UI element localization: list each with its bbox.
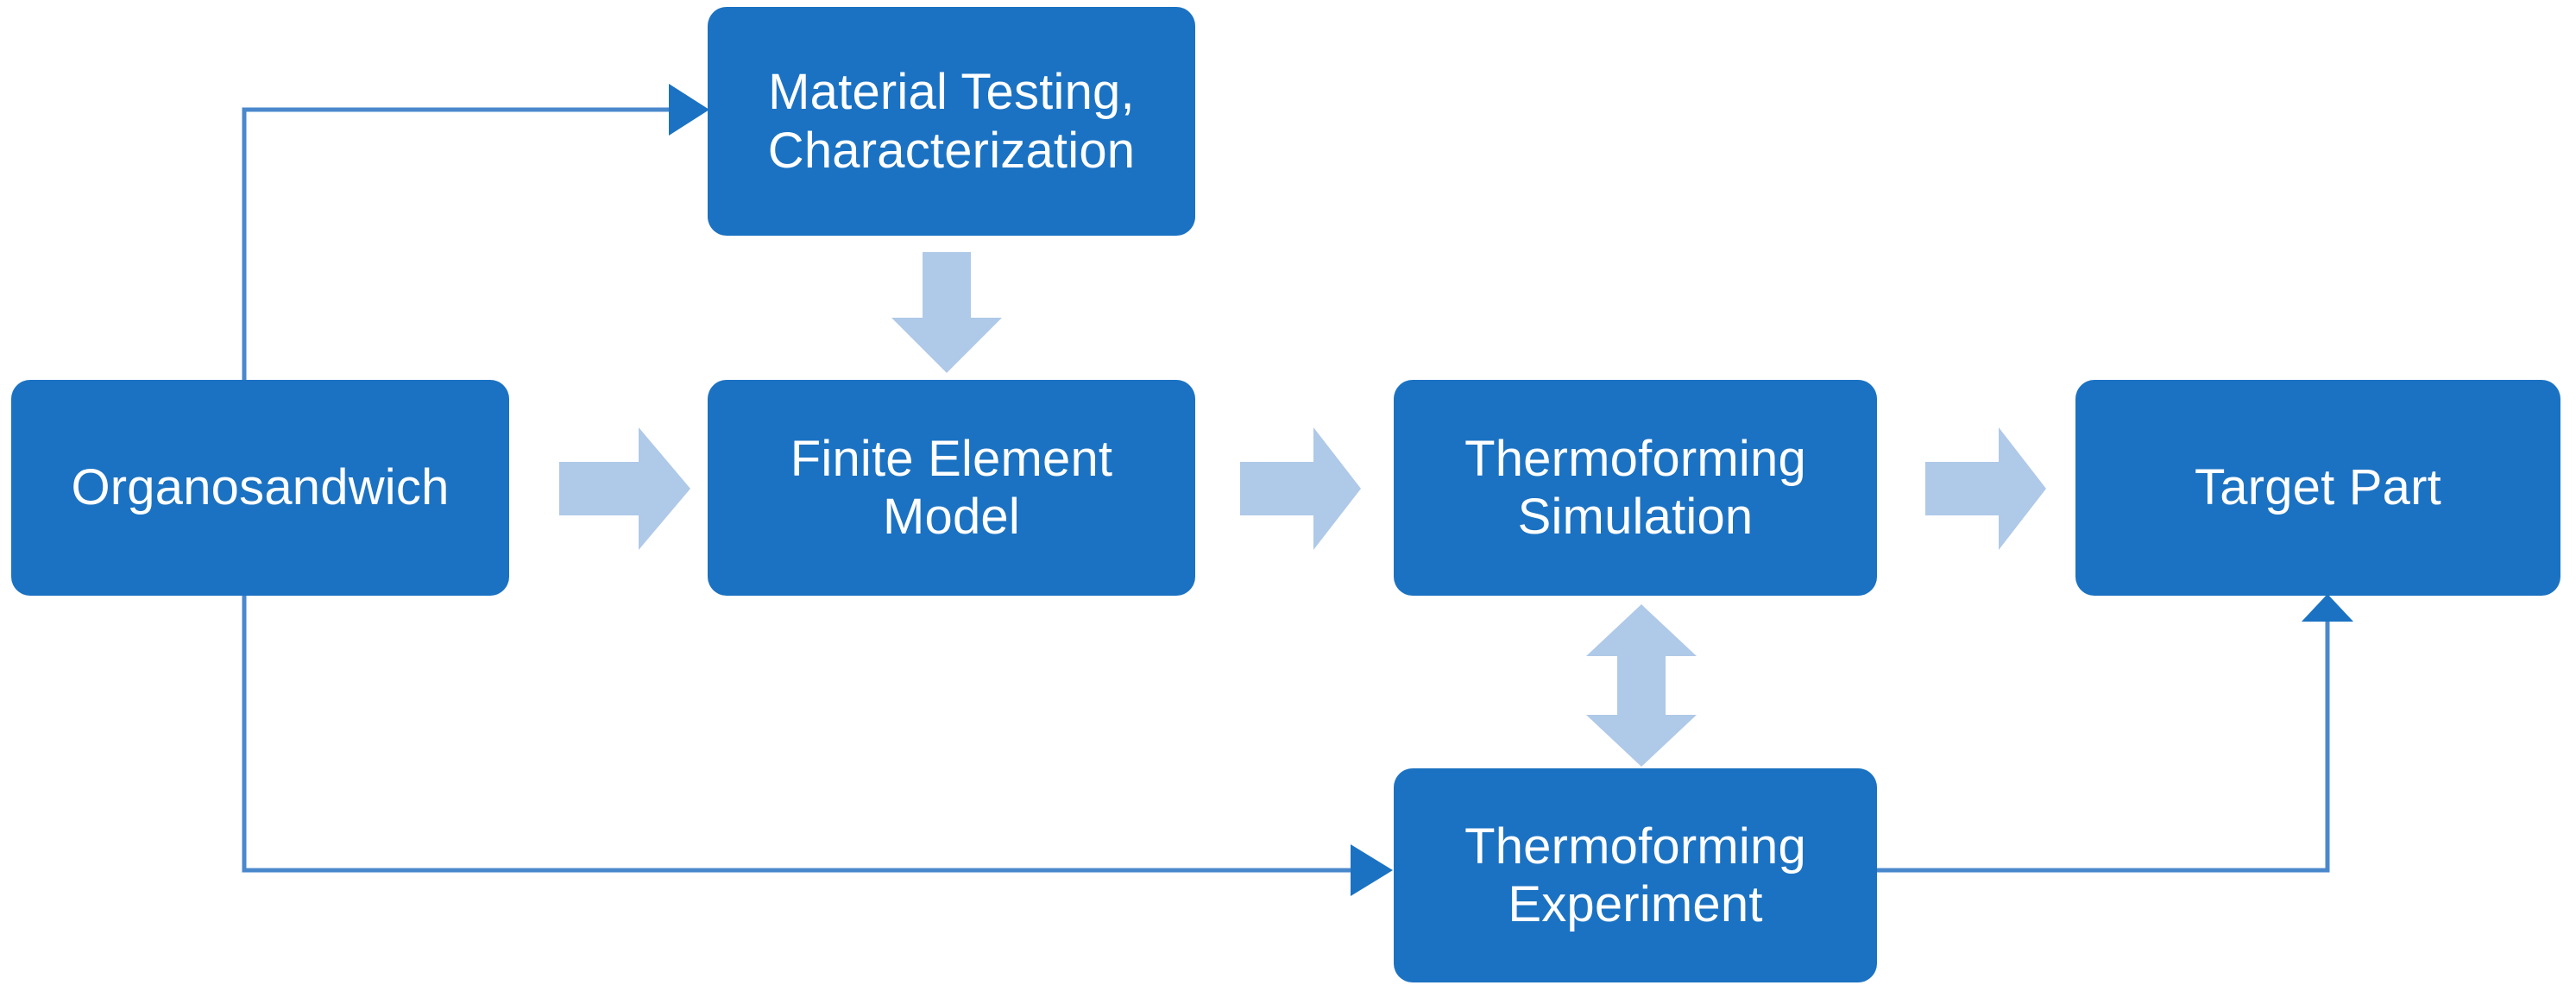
node-material-testing-characterization[interactable]: Material Testing, Characterization (708, 7, 1195, 236)
connector-organosandwich-to-thermoforming-experiment (242, 596, 1393, 896)
block-arrow-double-vertical-simulation-experiment (1586, 604, 1697, 767)
node-target-part-label: Target Part (2195, 459, 2441, 516)
node-organosandwich[interactable]: Organosandwich (11, 380, 509, 596)
node-thermoforming-experiment-label: Thermoforming Experiment (1464, 818, 1806, 932)
node-thermoforming-simulation-label: Thermoforming Simulation (1464, 430, 1806, 545)
block-arrow-right-simulation-to-target-part (1925, 427, 2046, 550)
node-thermoforming-experiment[interactable]: Thermoforming Experiment (1394, 768, 1877, 982)
connector-organosandwich-to-material-testing (242, 84, 709, 380)
node-material-testing-characterization-label: Material Testing, Characterization (767, 64, 1136, 179)
node-finite-element-model-label: Finite Element Model (790, 430, 1113, 545)
node-target-part[interactable]: Target Part (2075, 380, 2560, 596)
connector-thermoforming-experiment-to-target-part (1877, 594, 2353, 873)
block-arrow-right-fem-to-thermoforming-simulation (1240, 427, 1361, 550)
node-organosandwich-label: Organosandwich (71, 459, 450, 516)
block-arrow-down-material-testing-to-fem (891, 252, 1002, 373)
node-thermoforming-simulation[interactable]: Thermoforming Simulation (1394, 380, 1877, 596)
block-arrow-right-organosandwich-to-fem (559, 427, 690, 550)
node-finite-element-model[interactable]: Finite Element Model (708, 380, 1195, 596)
